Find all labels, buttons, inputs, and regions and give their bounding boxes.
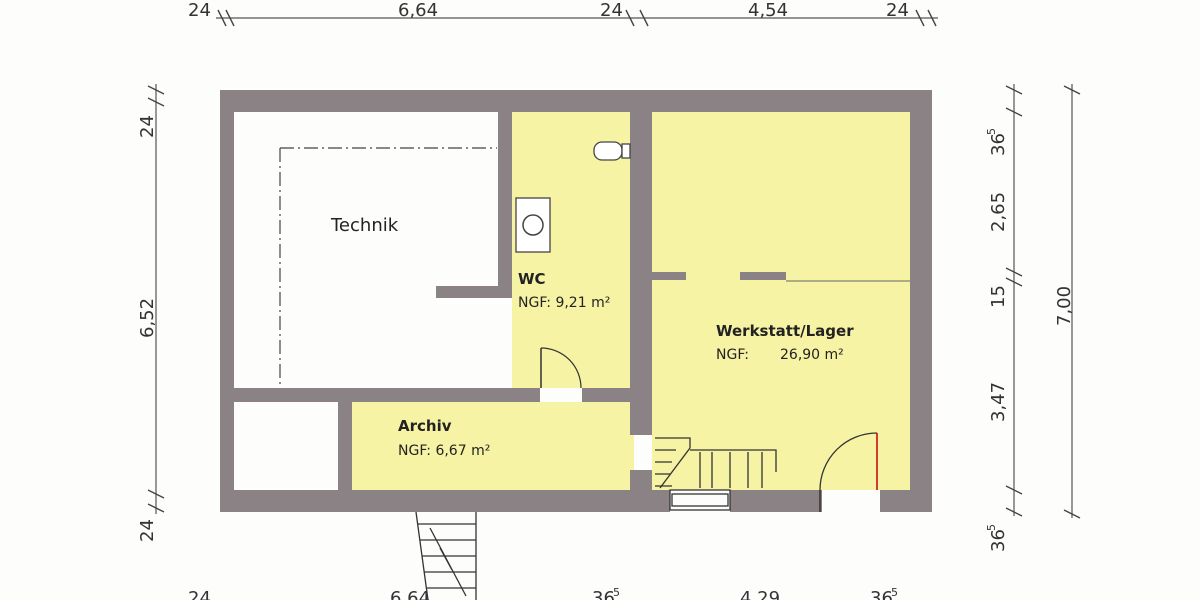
archiv-area: NGF: 6,67 m² (398, 443, 490, 459)
right-outer-dimension-line: 7,00 (1054, 84, 1081, 519)
wc-area: NGF: 9,21 m² (518, 295, 610, 311)
walls (220, 90, 932, 512)
sink-icon (515, 197, 551, 253)
wc-label: WC (518, 270, 546, 288)
top-dim-3: 24 (600, 0, 623, 21)
top-dim-4: 4,54 (748, 0, 788, 21)
right-inner-dimension-line: 36 5 2,65 15 3,47 36 5 (985, 84, 1023, 552)
top-dim-5: 24 (886, 0, 909, 21)
bottom-dim-3: 36 (592, 588, 615, 600)
werkstatt-area-label: NGF: (716, 347, 749, 363)
bottom-dim-4: 4,29 (740, 588, 780, 600)
bottom-dim-1: 24 (188, 588, 211, 600)
top-dimension-line: 24 6,64 24 4,54 24 (188, 0, 938, 27)
top-dim-1: 24 (188, 0, 211, 21)
toilet-icon (593, 141, 631, 161)
archiv-room-fill (352, 402, 634, 490)
right-dim-1: 36 (988, 133, 1009, 156)
bottom-dim-2: 6,64 (390, 588, 430, 600)
interior-stairs (655, 437, 777, 511)
archiv-label: Archiv (398, 417, 452, 435)
exterior-stairs (415, 511, 477, 600)
left-dim-3: 24 (137, 519, 158, 542)
left-dim-1: 24 (137, 115, 158, 138)
werkstatt-room-fill (652, 110, 912, 492)
right-dim-2: 2,65 (988, 192, 1009, 232)
right-dim-1-sup: 5 (985, 128, 998, 135)
technik-label: Technik (330, 215, 399, 236)
werkstatt-label: Werkstatt/Lager (716, 322, 854, 340)
bottom-dimension-line: 24 6,64 36 5 4,29 36 5 (188, 586, 898, 600)
technik-dashdot-outline (279, 147, 497, 386)
right-outer-dim: 7,00 (1054, 286, 1075, 326)
top-dim-2: 6,64 (398, 0, 438, 21)
right-dim-5-sup: 5 (985, 524, 998, 531)
left-dimension-line: 24 6,52 24 (137, 84, 165, 542)
right-dim-3: 15 (988, 285, 1009, 308)
right-dim-4: 3,47 (988, 382, 1009, 422)
werkstatt-door (819, 432, 880, 512)
bottom-dim-5-sup: 5 (891, 586, 898, 599)
wc-door (540, 347, 582, 402)
werkstatt-area-value: 26,90 m² (780, 347, 844, 363)
right-dim-5: 36 (988, 529, 1009, 552)
left-dim-2: 6,52 (137, 298, 158, 338)
bottom-dim-5: 36 (870, 588, 893, 600)
bottom-dim-3-sup: 5 (613, 586, 620, 599)
